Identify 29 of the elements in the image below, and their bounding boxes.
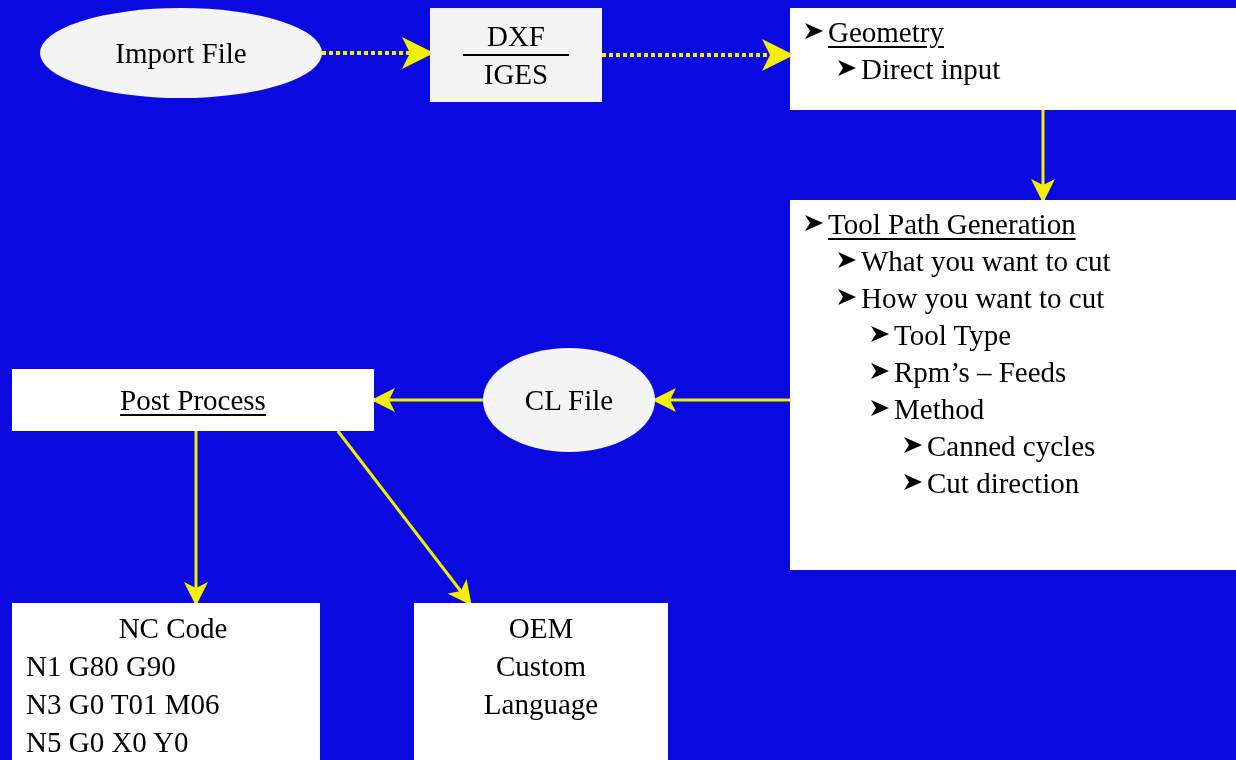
code-line: N5 G0 X0 Y0 [26,725,190,760]
list-item: Cut direction [927,466,1080,501]
arrow [1031,110,1055,203]
process-box [12,603,320,760]
process-box [414,603,668,760]
list-item: How you want to cut [861,281,1105,316]
list-item: What you want to cut [861,244,1111,279]
list-item: Tool Path Generation [828,207,1076,242]
node-label: OEM Custom Language [482,611,600,722]
code-line: N3 G0 T01 M06 [26,687,221,722]
list-item: Tool Type [894,318,1012,353]
node-label: Import File [115,36,247,71]
list-item: Geometry [828,15,944,50]
node-label: Post Process [120,383,266,418]
list-item: Direct input [861,52,1001,87]
list-item: Canned cycles [927,429,1096,464]
list-item: Method [894,392,985,427]
arrow [184,431,208,606]
code-line: NC Code [118,611,228,646]
node-label: IGES [482,57,550,92]
process-box [12,369,374,431]
process-box [790,8,1236,110]
process-box [430,8,602,102]
process-box [790,200,1236,570]
list-item: Rpm’s – Feeds [894,355,1067,390]
node-label: DXF [463,18,569,56]
arrow [336,430,472,606]
code-line: N1 G80 G90 [26,649,177,684]
node-label: CL File [524,383,614,418]
